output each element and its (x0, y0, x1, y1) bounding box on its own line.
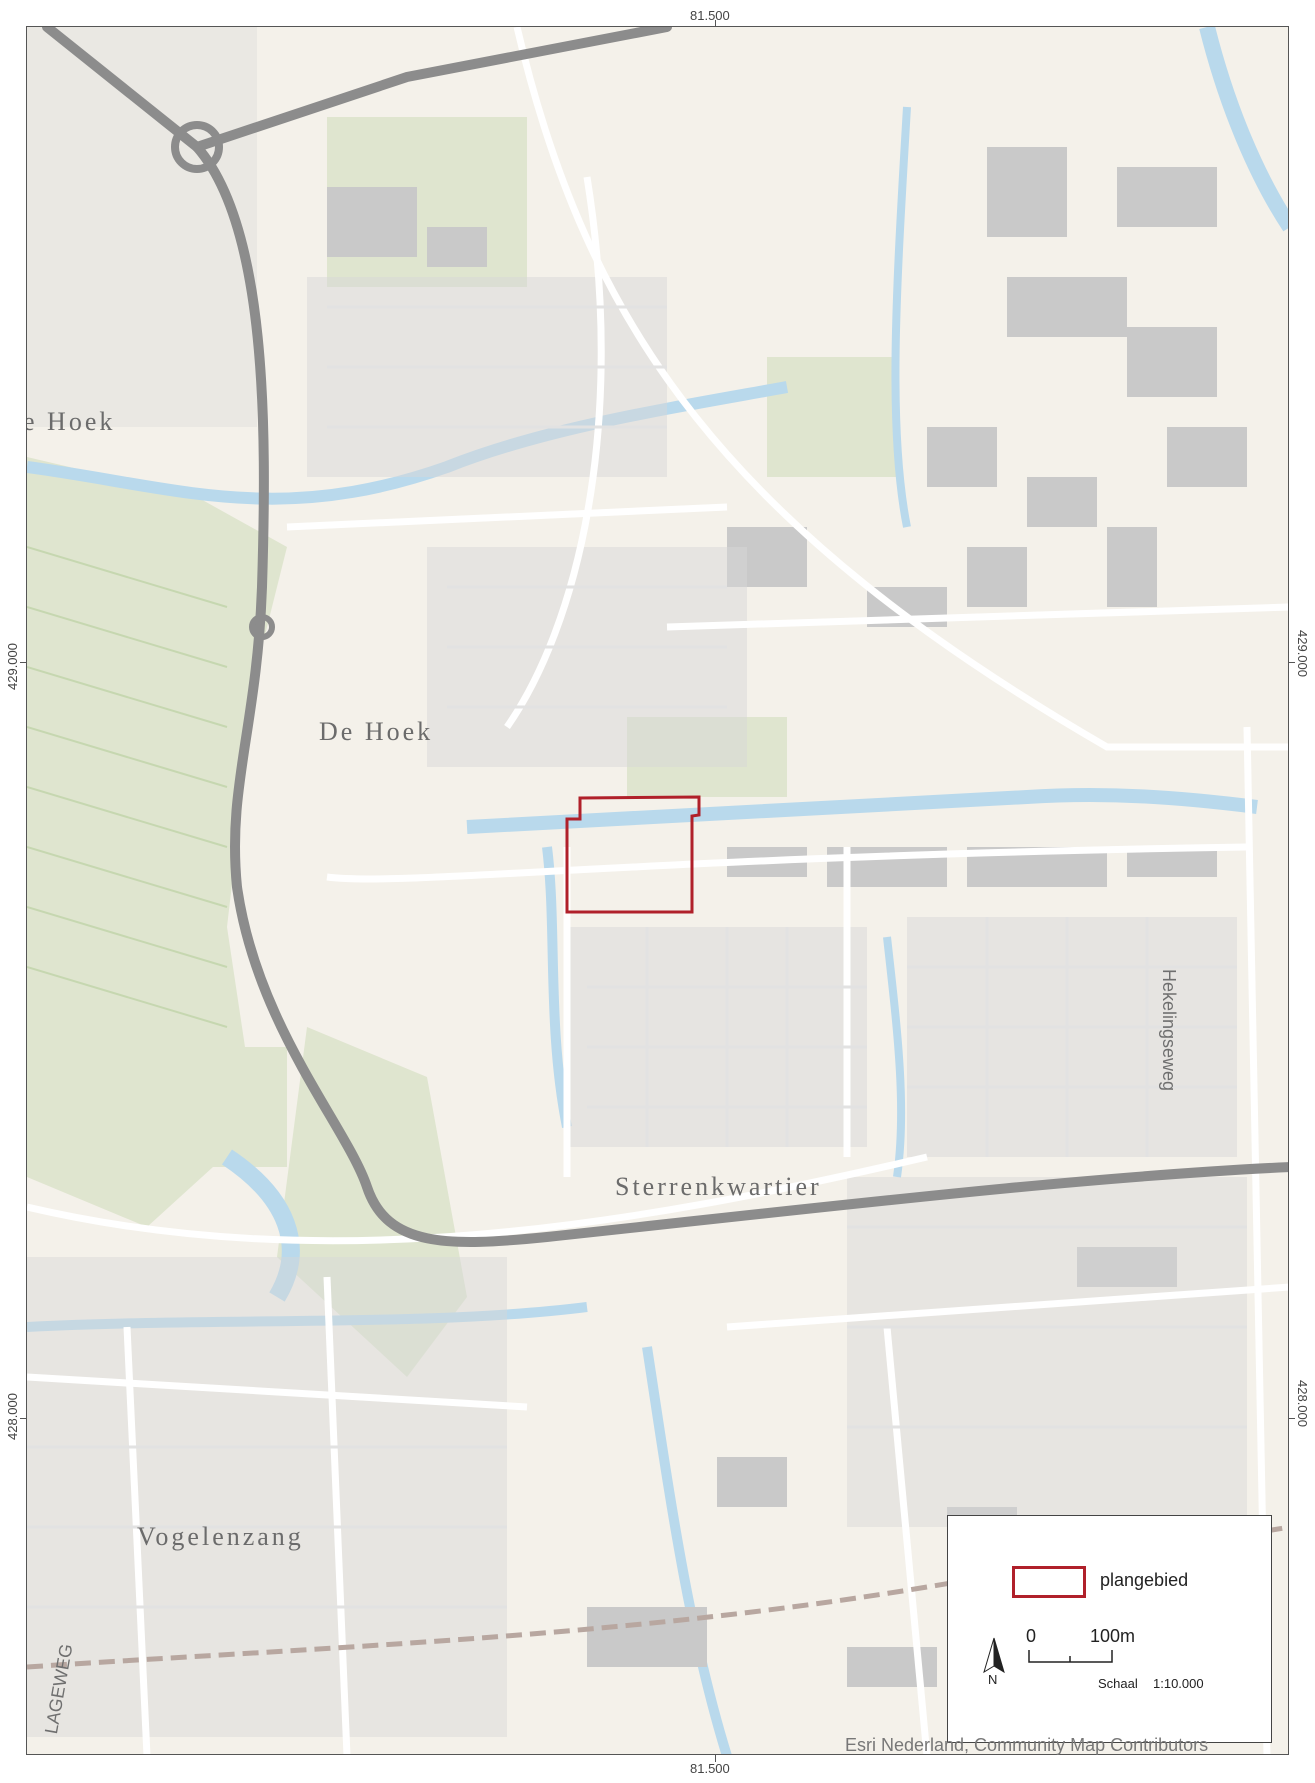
scale-ratio: 1:10.000 (1153, 1676, 1204, 1691)
tick-right-lower (1283, 1418, 1295, 1419)
street-label-hekelingseweg: Hekelingseweg (1159, 969, 1179, 1092)
scale-word: Schaal (1098, 1676, 1138, 1691)
railway (27, 1524, 1288, 1670)
plan-area-label: plangebied (1100, 1570, 1189, 1590)
attribution-text: Esri Nederland, Community Map Contributo… (845, 1735, 1209, 1755)
scale-zero-label: 0 (1026, 1626, 1037, 1646)
place-label-sterrenkwartier: Sterrenkwartier (615, 1172, 822, 1201)
polder-ditches (27, 546, 228, 1028)
scale-bar (1028, 1650, 1113, 1663)
roundabout-north (171, 121, 223, 173)
place-label-vogelenzang: Vogelenzang (137, 1522, 304, 1551)
buildings (327, 147, 1247, 1687)
tick-bottom (715, 1750, 716, 1762)
polder-west (27, 457, 287, 1227)
canal-central (466, 788, 1258, 834)
highway-north (192, 27, 672, 152)
north-arrow-icon: N (983, 1637, 1005, 1686)
legend-box: plangebied N 0 100m Schaal 1:10.000 (947, 1515, 1272, 1743)
canal-south (27, 1302, 588, 1332)
scale-100m-label: 100m (1090, 1626, 1136, 1646)
map-canvas[interactable]: e Hoek De Hoek Sterrenkwartier Vogelenza… (26, 26, 1289, 1755)
basemap (27, 27, 1288, 1754)
canal-sterrenkwartier-east (883, 936, 906, 1178)
water-northeast (1199, 27, 1288, 232)
highways (42, 27, 1288, 1247)
place-label-hoek-partial: e Hoek (26, 407, 116, 436)
north-label: N (988, 1672, 997, 1686)
coordinate-label-bottom: 81.500 (690, 1761, 730, 1776)
canal-sterrenkwartier-west (542, 846, 572, 1128)
green-southwest (167, 1047, 287, 1167)
coordinate-label-left-upper: 429.000 (5, 643, 20, 690)
minor-streets (27, 305, 1247, 1609)
coordinate-label-right-lower: 428.000 (1295, 1380, 1310, 1427)
tick-right-upper (1283, 662, 1295, 663)
residential-blocks (27, 27, 1247, 1737)
plan-area-swatch (1012, 1566, 1086, 1598)
plan-area-outline (565, 795, 701, 914)
coordinate-label-right-upper: 429.000 (1295, 630, 1310, 677)
roundabout-central (249, 614, 275, 640)
water-features (27, 27, 1288, 1754)
highway-ring (42, 27, 1288, 1247)
pond-southwest (221, 1149, 300, 1302)
coordinate-label-left-lower: 428.000 (5, 1393, 20, 1440)
coordinate-label-top: 81.500 (690, 8, 730, 23)
field-north (767, 357, 897, 477)
place-label-de-hoek: De Hoek (319, 717, 434, 746)
canal-south-center (642, 1346, 732, 1754)
canal-northeast (891, 106, 911, 528)
